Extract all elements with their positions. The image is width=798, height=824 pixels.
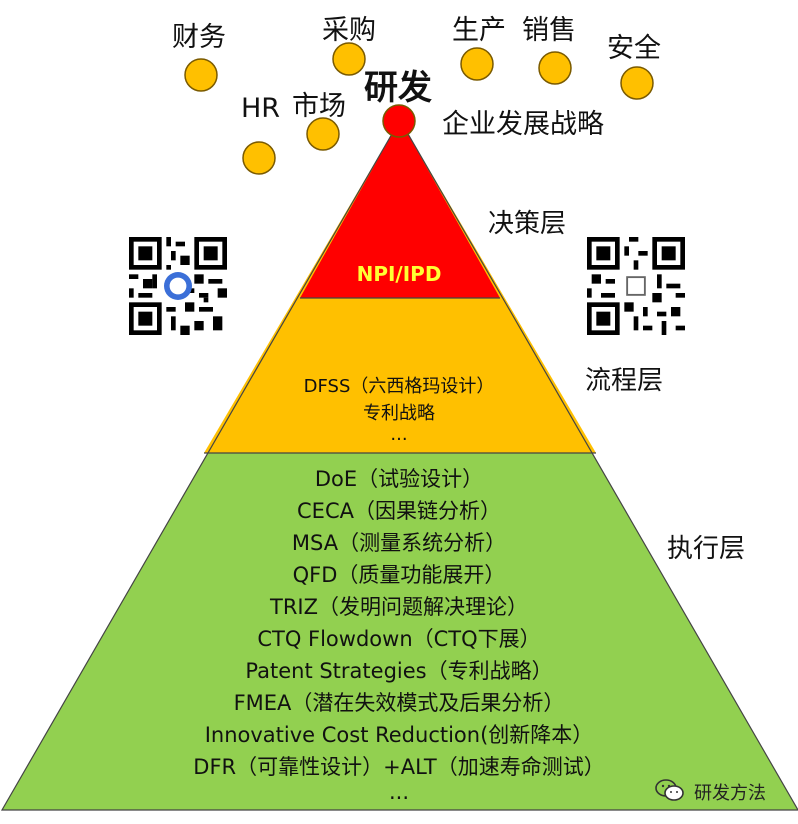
dept-dot-purchasing xyxy=(332,42,366,76)
wechat-icon xyxy=(655,779,684,801)
dept-label-production: 生产 xyxy=(452,15,506,46)
decision-layer xyxy=(300,120,500,298)
process-item: 专利战略 xyxy=(363,403,435,424)
dept-dot-safety xyxy=(620,66,654,100)
execution-layer xyxy=(2,120,798,810)
process-item: ... xyxy=(390,424,408,445)
dept-label-sales: 销售 xyxy=(522,15,576,46)
npi-ipd-text: NPI/IPD xyxy=(356,262,442,286)
rd-node xyxy=(382,104,416,138)
dept-label-purchasing: 采购 xyxy=(322,15,376,46)
dept-label-finance: 财务 xyxy=(172,22,226,53)
execution-item: CECA（因果链分析） xyxy=(297,499,501,523)
execution-item: DFR（可靠性设计）+ALT（加速寿命测试） xyxy=(193,755,605,779)
execution-item: FMEA（潜在失效模式及后果分析） xyxy=(233,691,565,715)
dept-dot-sales xyxy=(538,51,572,85)
process-item: DFSS（六西格玛设计） xyxy=(303,376,495,397)
execution-item: ... xyxy=(388,780,410,804)
execution-item: Patent Strategies（专利战略） xyxy=(245,659,553,683)
execution-item: MSA（测量系统分析） xyxy=(291,531,507,555)
rd-title: 研发 xyxy=(364,68,432,108)
dept-label-market: 市场 xyxy=(292,91,346,122)
execution-item: CTQ Flowdown（CTQ下展） xyxy=(257,627,541,651)
dept-label-safety: 安全 xyxy=(607,33,661,64)
dept-dot-hr xyxy=(242,141,276,175)
dept-dot-finance xyxy=(184,58,218,92)
execution-item: TRIZ（发明问题解决理论） xyxy=(270,595,528,619)
layer-name-process: 流程层 xyxy=(585,366,664,396)
strategy-label: 企业发展战略 xyxy=(442,109,604,140)
execution-item: QFD（质量功能展开） xyxy=(292,563,506,587)
layer-name-decision: 决策层 xyxy=(488,209,567,239)
execution-item: DoE（试验设计） xyxy=(314,467,484,491)
dept-label-hr: HR xyxy=(241,93,281,124)
dept-dot-production xyxy=(460,47,494,81)
qr-code-left xyxy=(129,237,227,335)
execution-item: Innovative Cost Reduction(创新降本） xyxy=(204,723,594,747)
dept-dot-market xyxy=(306,117,340,151)
watermark-text: 研发方法 xyxy=(694,783,766,804)
layer-name-execution: 执行层 xyxy=(667,534,746,564)
qr-code-right xyxy=(587,237,685,335)
